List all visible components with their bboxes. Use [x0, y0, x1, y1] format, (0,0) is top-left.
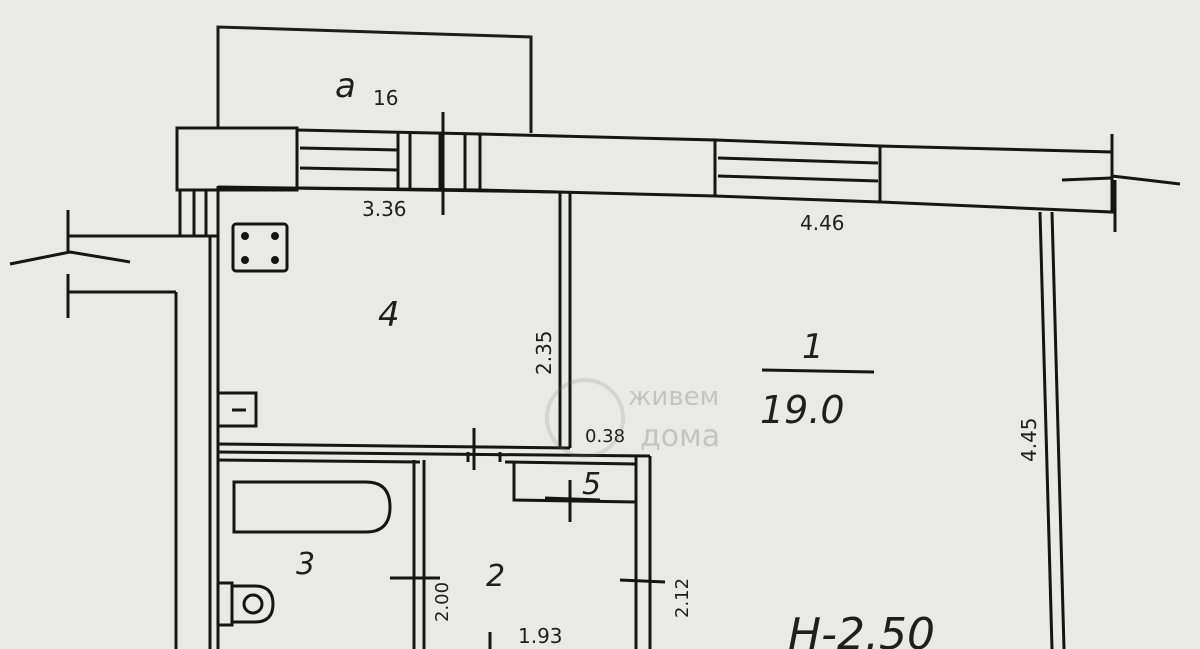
corridor-width-label: 1.93 — [518, 624, 563, 648]
room5-number: 5 — [582, 467, 601, 502]
bath-corridor-walls — [217, 428, 666, 649]
sink-icon — [216, 391, 258, 428]
room-depth-label: 4.45 — [1017, 417, 1041, 462]
kitchen-width-label: 3.36 — [362, 197, 407, 221]
wall-offset-label: 0.38 — [585, 426, 625, 447]
toilet-icon — [216, 581, 275, 627]
bath-depth-label: 2.00 — [432, 582, 453, 622]
kitchen-depth-label: 2.35 — [532, 330, 556, 375]
room2-number: 2 — [486, 559, 505, 594]
room1-number: 1 — [802, 327, 824, 367]
room1-walls — [1038, 211, 1066, 649]
stove-icon — [231, 222, 289, 273]
bathtub-icon — [232, 480, 392, 534]
ceiling-height-label: H-2.50 — [788, 609, 935, 649]
balcony-index: 16 — [373, 86, 398, 110]
watermark-line2: дома — [640, 419, 720, 454]
room3-number: 3 — [296, 547, 315, 582]
corridor-depth-label: 2.12 — [672, 578, 693, 618]
room1-area: 19.0 — [760, 388, 845, 432]
watermark: живем дома — [545, 378, 720, 458]
room4-number: 4 — [378, 295, 400, 335]
outer-wall-top — [175, 112, 1181, 232]
area-fraction-line — [761, 368, 875, 374]
watermark-line1: живем — [628, 382, 719, 412]
room-width-label: 4.46 — [800, 211, 845, 235]
balcony-label: a — [335, 66, 356, 106]
balcony — [216, 25, 533, 133]
kitchen-walls — [217, 185, 572, 450]
